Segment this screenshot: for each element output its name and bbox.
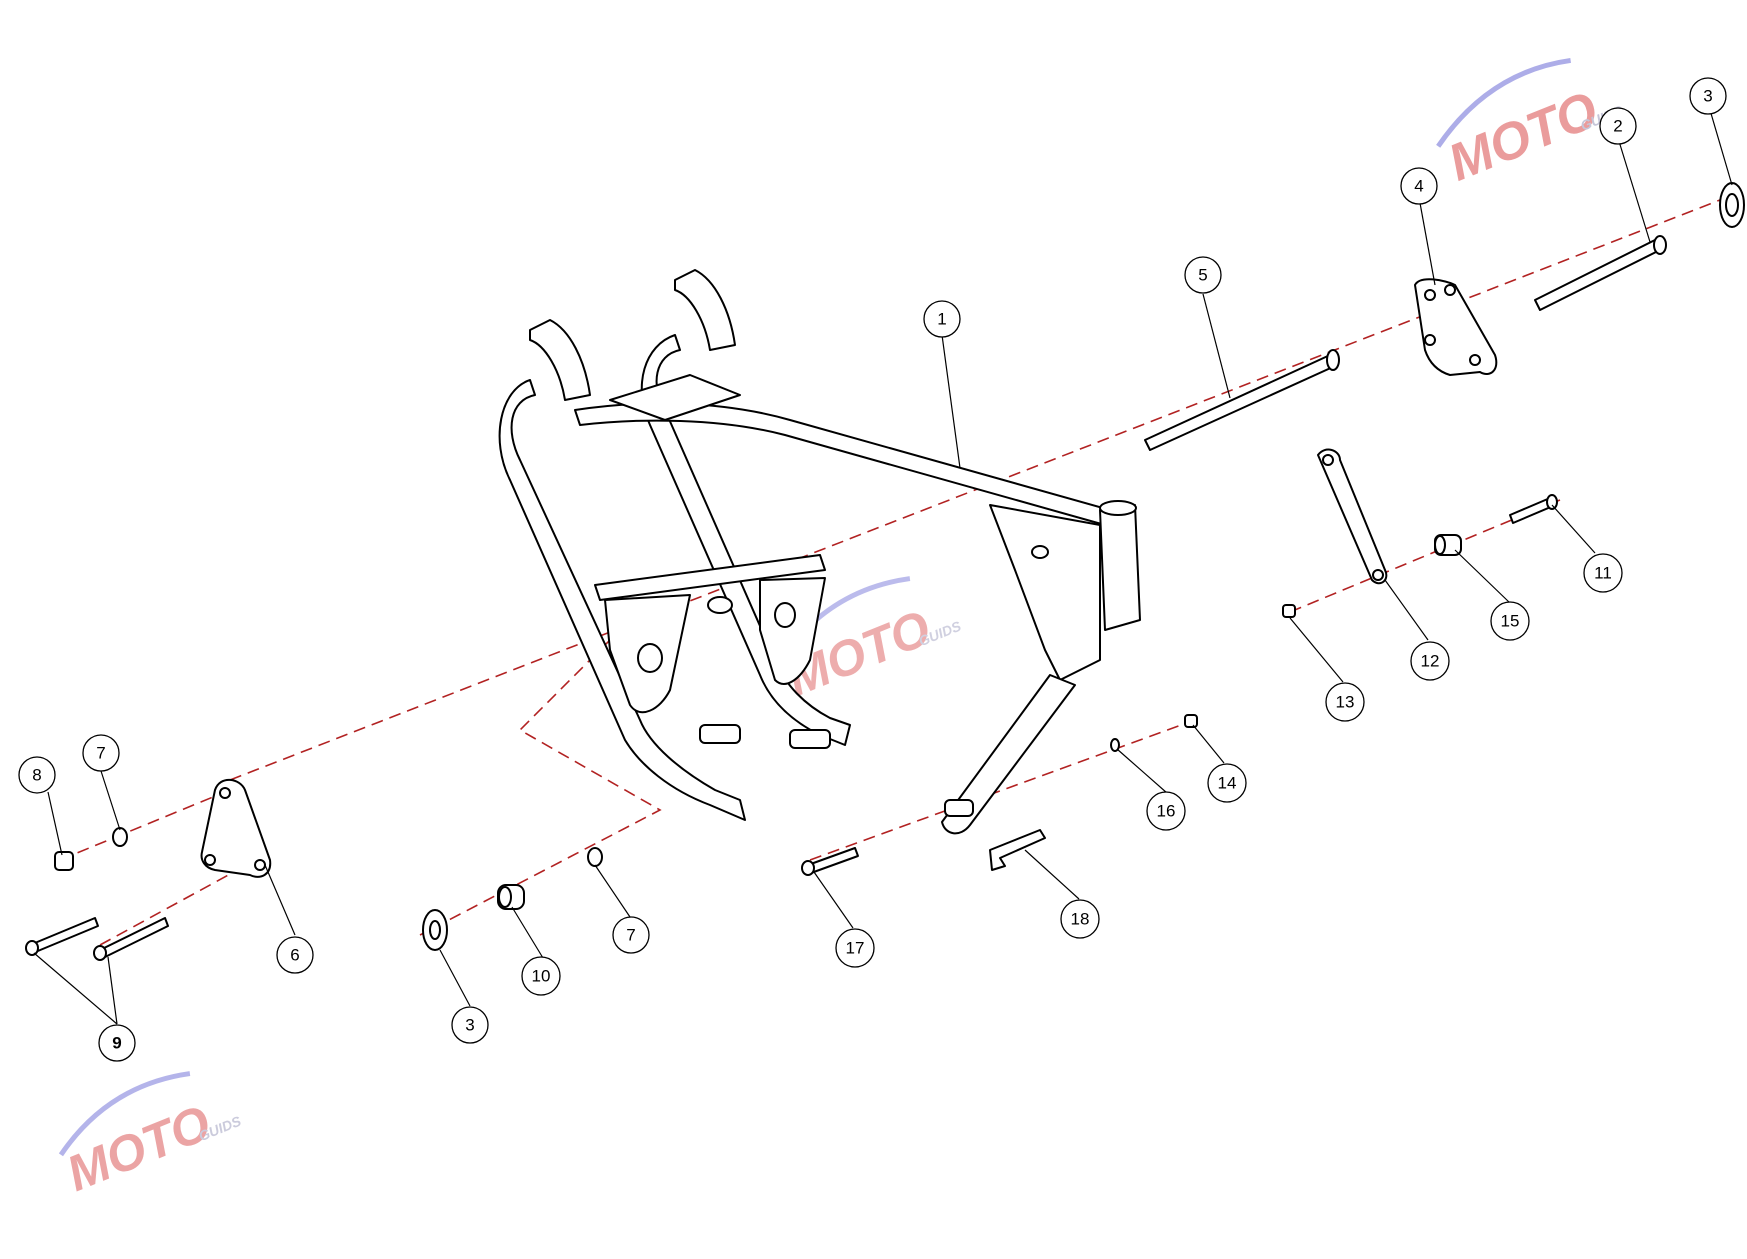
callout-14: 14 bbox=[1207, 763, 1247, 803]
part-4-mount-plate bbox=[1414, 278, 1498, 376]
callout-11: 11 bbox=[1583, 553, 1623, 593]
callout-16-label: 16 bbox=[1157, 802, 1176, 821]
part-7-washer-left bbox=[112, 827, 128, 847]
callout-14-label: 14 bbox=[1218, 774, 1237, 793]
part-8-nut bbox=[54, 851, 74, 871]
callout-7-bottom: 7 bbox=[612, 916, 650, 954]
callout-2-label: 2 bbox=[1613, 117, 1622, 136]
part-18-bracket bbox=[989, 829, 1046, 871]
callout-5-label: 5 bbox=[1198, 266, 1207, 285]
callout-16: 16 bbox=[1146, 791, 1186, 831]
callout-9-label: 9 bbox=[112, 1034, 121, 1053]
part-3-flange-nut-top bbox=[1719, 182, 1745, 228]
callout-12: 12 bbox=[1410, 641, 1450, 681]
callout-11-label: 11 bbox=[1594, 564, 1612, 583]
callout-10: 10 bbox=[521, 956, 561, 996]
callout-4: 4 bbox=[1400, 167, 1438, 205]
callout-2: 2 bbox=[1599, 107, 1637, 145]
part-13-nut bbox=[1282, 604, 1296, 618]
part-3-flange-nut-bottom bbox=[422, 909, 448, 951]
callout-15-label: 15 bbox=[1501, 612, 1520, 631]
axis-bottom-zigzag bbox=[419, 599, 662, 936]
watermark-brand: MOTO bbox=[1441, 81, 1606, 193]
callout-7-left: 7 bbox=[82, 734, 120, 772]
watermark-bottom-left: MOTO GUIDS bbox=[58, 1071, 244, 1202]
part-11-bolt bbox=[1509, 494, 1558, 524]
callout-17: 17 bbox=[835, 928, 875, 968]
part-15-spacer bbox=[1434, 534, 1462, 556]
axis-bolt-11 bbox=[1289, 499, 1561, 613]
part-9-bolts bbox=[25, 917, 169, 961]
part-12-link-arm bbox=[1317, 448, 1388, 585]
callout-1-label: 1 bbox=[937, 310, 946, 329]
axis-left-8 bbox=[59, 789, 231, 861]
watermark-top-right: MOTO GUIDS bbox=[1436, 57, 1626, 193]
callouts: 1 2 3 3 4 5 6 7 7 8 9 10 11 12 13 14 15 … bbox=[18, 77, 1727, 1062]
watermark-brand: MOTO bbox=[59, 1094, 218, 1202]
part-6-mount-plate-left bbox=[200, 778, 272, 878]
part-17-bolt bbox=[801, 847, 859, 876]
callout-15: 15 bbox=[1490, 601, 1530, 641]
part-2-long-bolt bbox=[1534, 235, 1667, 311]
callout-17-label: 17 bbox=[846, 939, 865, 958]
callout-3-bottom-label: 3 bbox=[465, 1016, 474, 1035]
callout-18-label: 18 bbox=[1071, 910, 1090, 929]
main-frame bbox=[498, 269, 1141, 835]
callout-13: 13 bbox=[1325, 682, 1365, 722]
callout-1: 1 bbox=[923, 300, 961, 338]
callout-3-bottom: 3 bbox=[451, 1006, 489, 1044]
callout-8-label: 8 bbox=[32, 766, 41, 785]
callout-3-top-label: 3 bbox=[1703, 87, 1712, 106]
callout-7-left-label: 7 bbox=[96, 744, 105, 763]
callout-13-label: 13 bbox=[1336, 693, 1355, 712]
axis-bolt-17 bbox=[809, 719, 1196, 861]
part-16-washer bbox=[1110, 738, 1120, 752]
axis-main bbox=[229, 199, 1721, 781]
callout-10-label: 10 bbox=[532, 967, 551, 986]
callout-8: 8 bbox=[18, 756, 56, 794]
callout-6: 6 bbox=[276, 936, 314, 974]
leader-lines bbox=[33, 109, 1733, 1025]
callout-4-label: 4 bbox=[1414, 177, 1423, 196]
callout-9: 9 bbox=[98, 1024, 136, 1062]
callout-18: 18 bbox=[1060, 899, 1100, 939]
part-14-nut bbox=[1184, 714, 1198, 728]
callout-5: 5 bbox=[1184, 256, 1222, 294]
callout-7-bottom-label: 7 bbox=[626, 926, 635, 945]
part-5-long-shaft bbox=[1144, 349, 1340, 451]
part-7-washer-bottom bbox=[587, 847, 603, 867]
callout-6-label: 6 bbox=[290, 946, 299, 965]
callout-3-top: 3 bbox=[1689, 77, 1727, 115]
callout-12-label: 12 bbox=[1421, 652, 1440, 671]
part-10-bushing bbox=[497, 884, 525, 910]
